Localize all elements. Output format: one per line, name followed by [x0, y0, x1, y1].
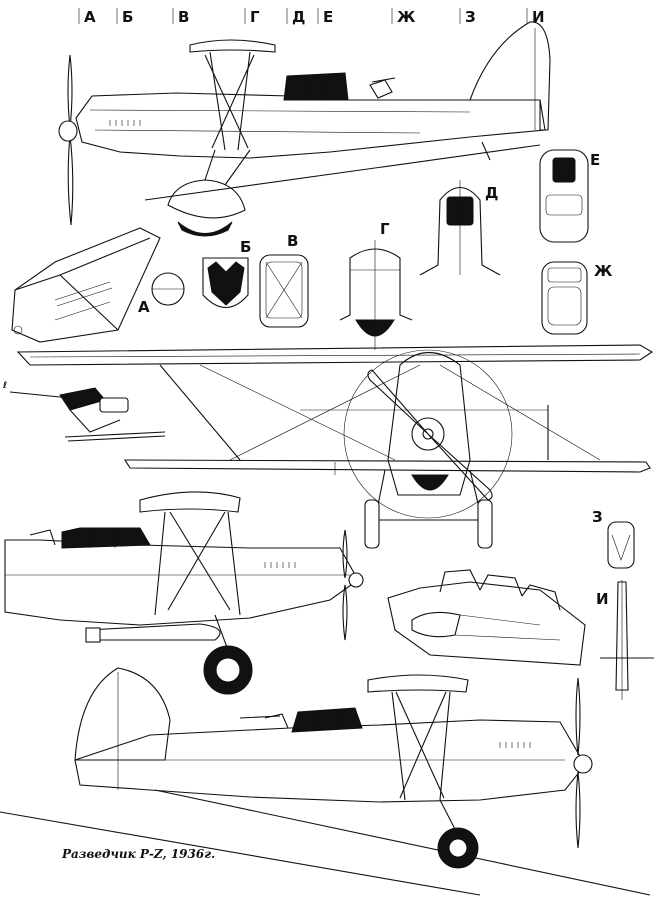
section-label-a: А: [138, 298, 150, 316]
section-zh-outline: [541, 261, 588, 335]
drawing-caption: Разведчик Р-Z, 1936г.: [61, 847, 215, 861]
section-e-outline: [539, 149, 589, 243]
section-label-g: Г: [380, 220, 390, 238]
side-view-top: [58, 21, 551, 237]
side-view-middle: [4, 491, 364, 695]
station-label-e: Е: [323, 8, 333, 26]
cockpit-perspective: [387, 569, 586, 666]
cross-sections: А Б В Г Д Е Ж: [138, 149, 613, 350]
station-label-zh: Ж: [397, 8, 416, 26]
section-label-d: Д: [485, 184, 498, 202]
station-label-z: З: [465, 8, 476, 26]
cowling-perspective: [11, 227, 161, 343]
station-label-g: Г: [250, 8, 260, 26]
section-g-outline: [339, 248, 413, 321]
machine-gun-detail: ℓ: [2, 381, 166, 442]
front-view: [16, 344, 654, 549]
station-label-d: Д: [292, 8, 305, 26]
station-label-i: И: [532, 8, 545, 26]
section-label-i: И: [596, 590, 609, 608]
svg-text:ℓ: ℓ: [2, 381, 7, 391]
section-label-e: Е: [590, 151, 600, 169]
detail-z: З: [592, 508, 635, 569]
station-label-b: Б: [122, 8, 133, 26]
station-label-a: А: [84, 8, 96, 26]
station-markers: А Б В Г Д Е Ж З И: [78, 8, 545, 26]
section-label-zh: Ж: [594, 262, 613, 280]
side-view-bottom: [0, 667, 651, 896]
detail-i: И: [596, 580, 654, 700]
section-v-outline: [259, 254, 309, 328]
section-label-v: В: [287, 232, 298, 250]
section-label-b: Б: [240, 238, 251, 256]
section-label-z: З: [592, 508, 603, 526]
station-label-v: В: [178, 8, 189, 26]
